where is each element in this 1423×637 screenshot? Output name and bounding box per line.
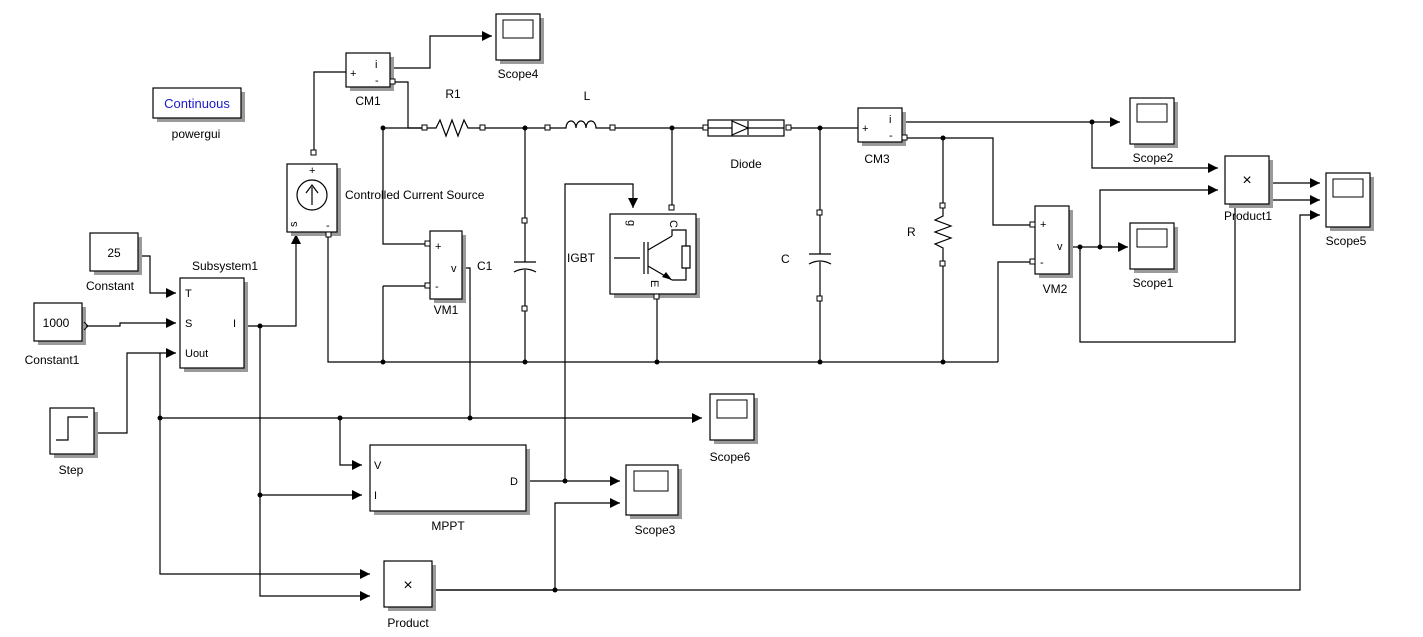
cm1-label: CM1 bbox=[355, 94, 381, 108]
multiply-icon: × bbox=[1242, 172, 1251, 189]
scope5-label: Scope5 bbox=[1326, 234, 1367, 248]
igbt-port-e: E bbox=[648, 280, 660, 287]
constant1-block[interactable]: 1000 Constant1 bbox=[25, 302, 86, 367]
ccs-port-s: s bbox=[288, 221, 300, 227]
igbt-block[interactable]: g C E IGBT bbox=[567, 204, 700, 300]
scope-screen-icon bbox=[633, 470, 669, 492]
cm1-port-plus: + bbox=[350, 68, 356, 80]
cm3-port-i: i bbox=[889, 114, 891, 126]
capacitor-icon bbox=[513, 223, 537, 307]
resistor-icon bbox=[933, 208, 953, 262]
c1-label: C1 bbox=[477, 259, 493, 273]
powergui-mode: Continuous bbox=[164, 96, 230, 111]
cm3-block[interactable]: + i - CM3 bbox=[857, 107, 908, 166]
mppt-port-v: V bbox=[374, 460, 382, 472]
step-block[interactable]: Step bbox=[49, 407, 98, 477]
capacitor-icon bbox=[808, 215, 832, 298]
subsystem1-port-s: S bbox=[185, 318, 192, 330]
mppt-port-i: I bbox=[374, 490, 377, 502]
cm1-port-i: i bbox=[375, 59, 377, 71]
product-block[interactable]: × Product bbox=[383, 560, 436, 630]
scope-screen-icon bbox=[1136, 103, 1168, 123]
scope6-label: Scope6 bbox=[710, 450, 751, 464]
diode-icon bbox=[708, 120, 784, 136]
l-label: L bbox=[584, 89, 591, 103]
constant-block[interactable]: 25 Constant bbox=[86, 232, 142, 293]
controlled-current-source-block[interactable]: + s - Controlled Current Source bbox=[286, 149, 485, 238]
product1-block[interactable]: × Product1 bbox=[1224, 155, 1273, 223]
multiply-icon: × bbox=[403, 577, 412, 594]
vm2-label: VM2 bbox=[1043, 282, 1068, 296]
subsystem1-port-i: I bbox=[233, 318, 236, 330]
constant1-value: 1000 bbox=[43, 316, 70, 330]
vm1-label: VM1 bbox=[434, 303, 459, 317]
step-label: Step bbox=[59, 463, 84, 477]
scope1-label: Scope1 bbox=[1133, 276, 1174, 290]
scope4-label: Scope4 bbox=[498, 67, 539, 81]
constant-value: 25 bbox=[107, 246, 121, 260]
mppt-port-d: D bbox=[510, 476, 518, 488]
scope1-block[interactable]: Scope1 bbox=[1129, 222, 1178, 290]
cm3-label: CM3 bbox=[864, 152, 890, 166]
c-capacitor[interactable]: C bbox=[781, 209, 832, 302]
powergui-block[interactable]: Continuous powergui bbox=[152, 87, 245, 141]
c1-capacitor[interactable]: C1 bbox=[477, 217, 537, 312]
diode-block[interactable]: Diode bbox=[702, 119, 792, 171]
constant-label: Constant bbox=[86, 279, 135, 293]
r-label: R bbox=[907, 225, 916, 239]
scope4-block[interactable]: Scope4 bbox=[495, 13, 544, 81]
subsystem1-port-uout: Uout bbox=[185, 348, 208, 360]
vm2-block[interactable]: + v - VM2 bbox=[1029, 205, 1073, 296]
scope5-block[interactable]: Scope5 bbox=[1325, 172, 1374, 248]
scope-screen-icon bbox=[502, 19, 534, 39]
vm1-port-minus: - bbox=[435, 281, 439, 293]
cm1-block[interactable]: + i - CM1 bbox=[345, 52, 396, 108]
igbt-port-c: C bbox=[667, 220, 679, 228]
wire-junctions bbox=[157, 119, 1103, 593]
resistor-icon bbox=[427, 118, 480, 138]
scope-screen-icon bbox=[1136, 228, 1168, 248]
mppt-block[interactable]: V I D MPPT bbox=[369, 444, 530, 533]
cm1-port-minus: - bbox=[375, 75, 379, 87]
vm2-port-v: v bbox=[1057, 241, 1063, 253]
powergui-label: powergui bbox=[172, 127, 221, 141]
vm1-block[interactable]: + v - VM1 bbox=[424, 230, 466, 317]
scope2-label: Scope2 bbox=[1133, 151, 1174, 165]
vm1-port-v: v bbox=[451, 263, 457, 275]
subsystem1-label: Subsystem1 bbox=[192, 259, 258, 273]
l-inductor[interactable]: L bbox=[544, 89, 616, 131]
mppt-label: MPPT bbox=[431, 519, 465, 533]
cm3-port-minus: - bbox=[889, 130, 893, 142]
scope-screen-icon bbox=[716, 399, 748, 419]
diode-label: Diode bbox=[730, 157, 762, 171]
scope3-block[interactable]: Scope3 bbox=[625, 464, 682, 537]
r1-resistor[interactable]: R1 bbox=[421, 87, 486, 138]
scope3-label: Scope3 bbox=[635, 523, 676, 537]
step-icon bbox=[56, 416, 88, 441]
c-label: C bbox=[781, 252, 790, 266]
scope-screen-icon bbox=[1332, 178, 1364, 198]
vm1-port-plus: + bbox=[435, 241, 441, 253]
r1-label: R1 bbox=[445, 87, 461, 101]
vm2-port-plus: + bbox=[1040, 219, 1046, 231]
inductor-icon bbox=[550, 120, 612, 129]
ccs-port-plus: + bbox=[309, 165, 315, 177]
r-resistor[interactable]: R bbox=[907, 202, 953, 267]
igbt-label: IGBT bbox=[567, 251, 596, 265]
igbt-icon bbox=[614, 229, 691, 281]
subsystem1-block[interactable]: T S Uout I Subsystem1 bbox=[179, 259, 258, 372]
ccs-port-minus: - bbox=[326, 220, 330, 232]
product-label: Product bbox=[387, 616, 429, 630]
scope2-block[interactable]: Scope2 bbox=[1129, 97, 1178, 165]
constant1-label: Constant1 bbox=[25, 353, 80, 367]
product1-label: Product1 bbox=[1224, 209, 1272, 223]
ccs-label: Controlled Current Source bbox=[345, 188, 485, 202]
vm2-port-minus: - bbox=[1040, 257, 1044, 269]
scope6-block[interactable]: Scope6 bbox=[709, 393, 758, 464]
igbt-port-g: g bbox=[625, 220, 637, 226]
wire-arrowheads bbox=[166, 31, 1320, 601]
subsystem1-port-t: T bbox=[185, 288, 192, 300]
cm3-port-plus: + bbox=[862, 123, 868, 135]
